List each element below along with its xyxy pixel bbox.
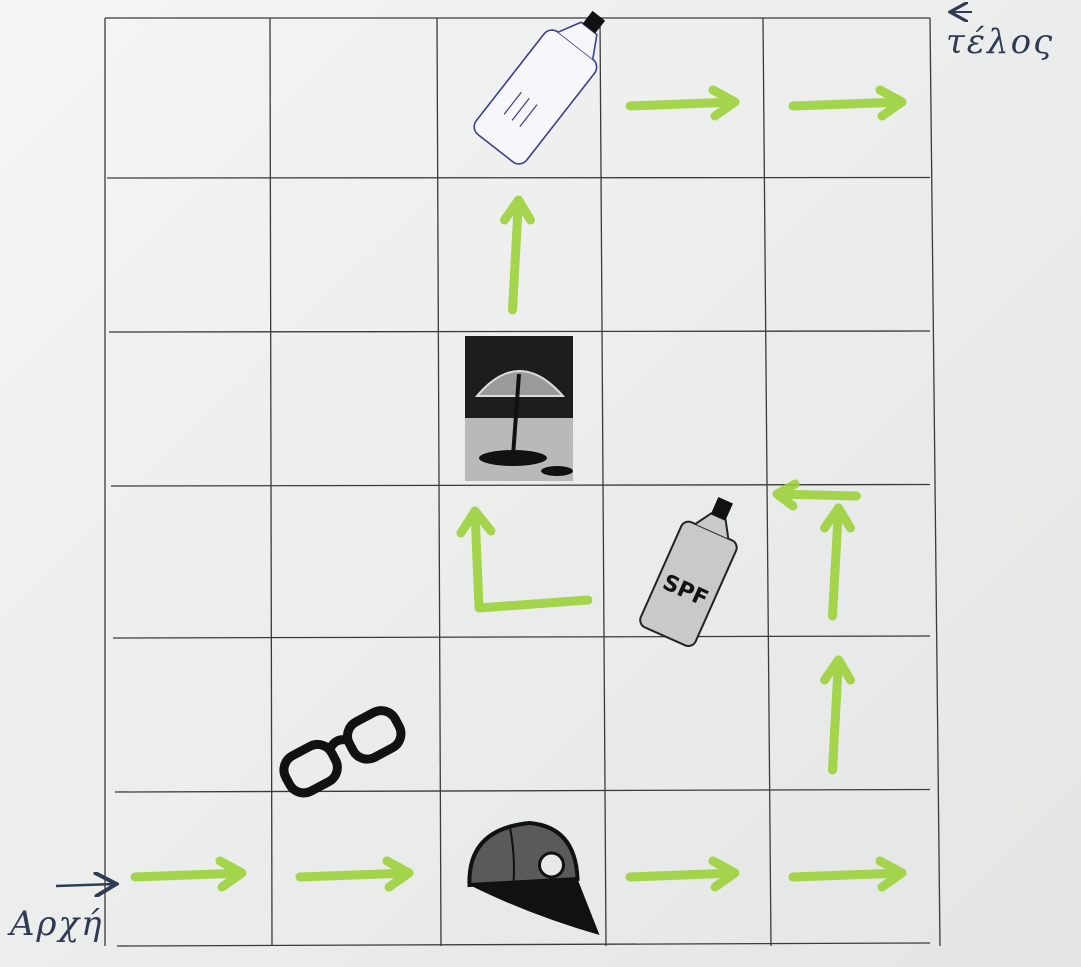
path-arrows xyxy=(135,90,902,887)
path-arrow-up xyxy=(505,200,531,310)
picture-items: SPF xyxy=(278,0,753,935)
grid-horizontal-line xyxy=(115,790,930,793)
path-arrow-up xyxy=(825,660,851,770)
path-arrow-left xyxy=(777,484,857,506)
path-arrow-right xyxy=(630,861,735,887)
grid-horizontal-line xyxy=(109,331,930,332)
grid-vertical-line xyxy=(930,18,940,946)
grid-vertical-line xyxy=(270,18,272,946)
grid-horizontal-line xyxy=(107,178,930,179)
sunglasses-picture xyxy=(278,705,406,799)
path-arrow-left-up xyxy=(461,511,588,608)
grid-horizontal-line xyxy=(111,485,930,487)
path-arrow-right xyxy=(630,90,735,116)
sunscreen-bottle-picture: SPF xyxy=(638,488,753,649)
grid-vertical-line xyxy=(600,18,606,946)
path-arrow-right xyxy=(793,90,902,116)
grid-vertical-line xyxy=(437,18,441,946)
grid-vertical-line xyxy=(763,18,771,946)
beach-umbrella-picture xyxy=(465,336,573,481)
path-arrow-right xyxy=(300,861,409,887)
end-label: τέλος xyxy=(946,22,1054,62)
grid-horizontal-line xyxy=(113,636,930,638)
baseball-cap-picture xyxy=(469,823,599,935)
grid-horizontal-line xyxy=(117,943,930,946)
start-label: Αρχή xyxy=(10,904,104,944)
path-arrow-right xyxy=(135,861,242,887)
path-arrow-right xyxy=(793,861,902,887)
path-arrow-up xyxy=(825,508,851,616)
